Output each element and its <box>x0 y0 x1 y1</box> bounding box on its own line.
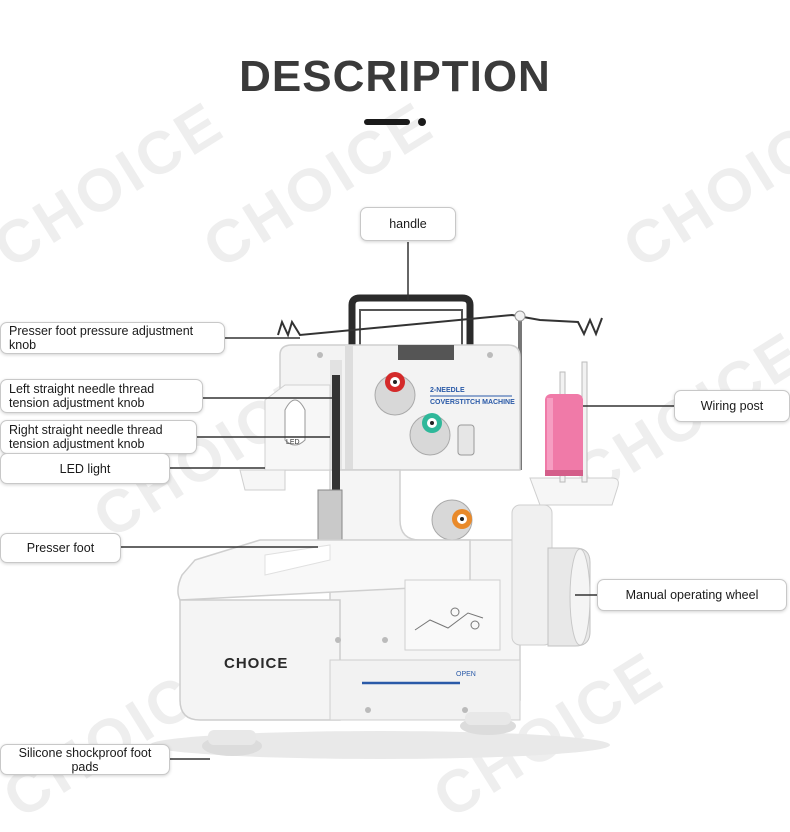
label-handle-text: handle <box>389 217 427 231</box>
label-manual-wheel-text: Manual operating wheel <box>625 588 759 602</box>
sewing-machine-illustration: 2-NEEDLE COVERSTITCH MACHINE LED OPEN CH… <box>121 242 674 760</box>
label-led-light-text: LED light <box>59 461 111 476</box>
panel-text-type: COVERSTITCH MACHINE <box>430 399 515 406</box>
label-presser-foot-text: Presser foot <box>26 541 95 555</box>
tension-knob-red <box>374 372 416 416</box>
label-silicone-pads: Silicone shockproof foot pads <box>0 744 170 775</box>
led-text: LED <box>286 439 300 446</box>
label-left-needle-tension: Left straight needle thread tension adju… <box>0 379 203 413</box>
label-handle: handle <box>360 207 456 241</box>
open-text: OPEN <box>456 671 476 678</box>
label-presser-foot-pressure: Presser foot pressure adjustment knob <box>0 322 225 354</box>
label-left-needle-line1: Left straight needle thread <box>9 382 155 396</box>
page-title: DESCRIPTION <box>239 52 551 101</box>
label-wiring-post-text: Wiring post <box>700 399 764 413</box>
label-left-needle-line2: tension adjustment knob <box>9 396 145 410</box>
title-underline <box>364 119 410 125</box>
title-dot <box>418 118 426 126</box>
brand-logo: CHOICE <box>224 655 288 672</box>
label-presser-foot-pressure-text: Presser foot pressure adjustment knob <box>9 324 194 352</box>
label-manual-wheel: Manual operating wheel <box>597 579 787 611</box>
label-led-light: LED light <box>0 453 170 484</box>
label-right-needle-line2: tension adjustment knob <box>9 437 145 451</box>
label-right-needle-tension: Right straight needle thread tension adj… <box>0 420 197 454</box>
label-wiring-post: Wiring post <box>674 390 790 422</box>
label-silicone-pads-text: Silicone shockproof foot pads <box>18 745 152 774</box>
tension-knob-green <box>409 413 451 456</box>
label-right-needle-line1: Right straight needle thread <box>9 423 163 437</box>
panel-text-model: 2-NEEDLE <box>430 387 465 394</box>
tension-knob-orange <box>431 499 473 541</box>
label-presser-foot: Presser foot <box>0 533 121 563</box>
